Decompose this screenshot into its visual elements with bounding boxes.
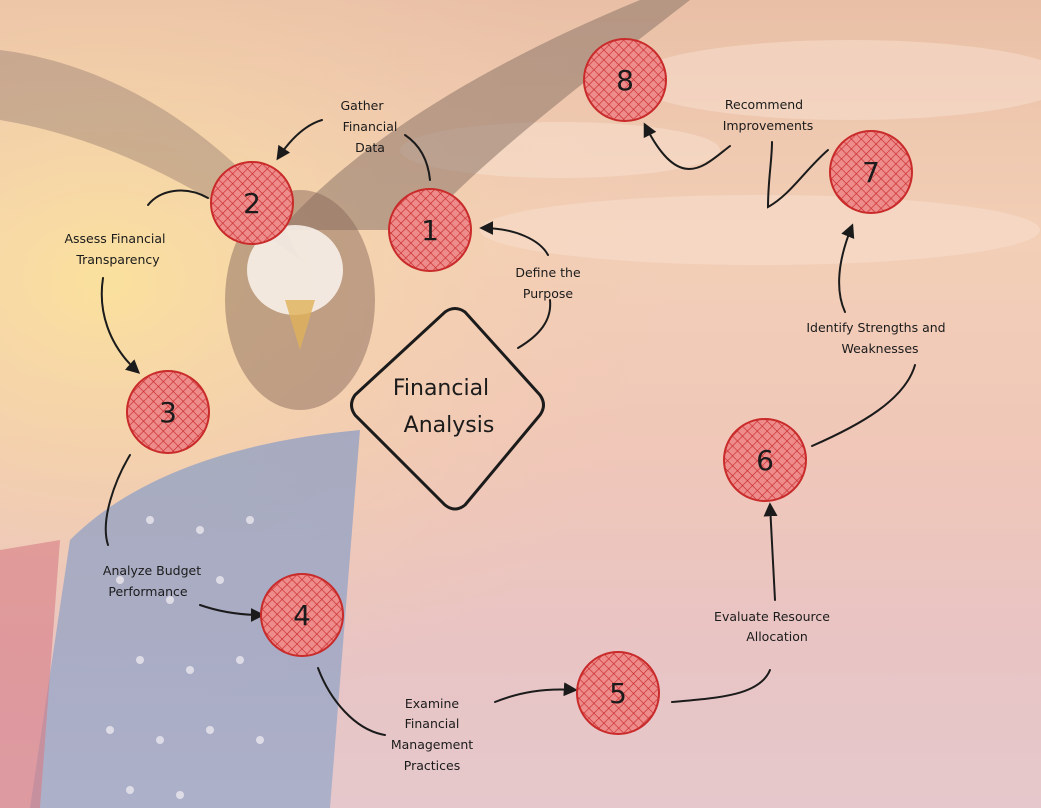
label-examine-line3: Management (391, 737, 473, 752)
label-gather-line3: Data (355, 140, 385, 155)
connector-assess-to-3 (100, 277, 141, 374)
label-recommend-improvements: Recommend Improvements (723, 97, 814, 133)
label-gather-data: Gather Financial Data (341, 98, 398, 155)
step-number-2: 2 (243, 187, 261, 220)
label-evaluate-line2: Allocation (746, 629, 808, 644)
connector-define-to-1 (479, 221, 549, 256)
label-gather-line1: Gather (341, 98, 385, 113)
label-examine-line4: Practices (404, 758, 460, 773)
label-analyze-budget: Analyze Budget Performance (103, 563, 201, 599)
step-node-3[interactable]: 3 (126, 370, 210, 454)
label-examine-line1: Examine (405, 696, 460, 711)
connector-7-to-recommend (766, 141, 829, 209)
label-gather-line2: Financial (343, 119, 398, 134)
label-assess-line2: Transparency (75, 252, 160, 267)
connector-2-to-assess (147, 189, 209, 206)
step-number-5: 5 (609, 677, 627, 710)
label-identify-line1: Identify Strengths and (806, 320, 945, 335)
label-evaluate-line1: Evaluate Resource (714, 609, 830, 624)
step-number-1: 1 (421, 214, 439, 247)
connector-examine-to-5 (494, 682, 578, 703)
label-analyze-line1: Analyze Budget (103, 563, 201, 578)
label-define-purpose: Define the Purpose (515, 265, 581, 301)
label-examine-practices: Examine Financial Management Practices (391, 696, 473, 773)
label-identify-strengths: Identify Strengths and Weaknesses (806, 320, 945, 356)
label-evaluate-allocation: Evaluate Resource Allocation (714, 609, 830, 644)
connector-3-to-analyze (104, 454, 131, 546)
step-node-8[interactable]: 8 (583, 38, 667, 122)
label-define-line1: Define the (515, 265, 581, 280)
step-node-1[interactable]: 1 (388, 188, 472, 272)
connector-5-to-evaluate (671, 669, 771, 703)
connector-gather-to-2 (276, 119, 323, 161)
connector-4-to-examine (317, 667, 386, 736)
label-analyze-line2: Performance (108, 584, 188, 599)
connector-recommend-to-8 (643, 122, 731, 170)
step-node-7[interactable]: 7 (829, 130, 913, 214)
connector-1-to-gather (404, 134, 431, 181)
connector-6-to-identify (811, 364, 916, 447)
connector-identify-to-7 (838, 223, 855, 313)
step-number-6: 6 (756, 444, 774, 477)
step-node-4[interactable]: 4 (260, 573, 344, 657)
label-examine-line2: Financial (405, 716, 460, 731)
step-node-5[interactable]: 5 (576, 651, 660, 735)
center-diamond: Financial Analysis (350, 307, 545, 511)
step-number-3: 3 (159, 396, 177, 429)
connector-center-to-1 (517, 299, 552, 349)
step-number-4: 4 (293, 599, 311, 632)
step-node-2[interactable]: 2 (210, 161, 294, 245)
connector-analyze-to-4 (199, 604, 265, 622)
label-recommend-line1: Recommend (725, 97, 803, 112)
step-number-8: 8 (616, 64, 634, 97)
step-node-6[interactable]: 6 (723, 418, 807, 502)
connector-evaluate-to-6 (763, 502, 778, 601)
label-define-line2: Purpose (523, 286, 573, 301)
label-recommend-line2: Improvements (723, 118, 814, 133)
label-assess-line1: Assess Financial (64, 231, 165, 246)
label-assess-transparency: Assess Financial Transparency (64, 231, 165, 267)
step-number-7: 7 (862, 156, 880, 189)
label-identify-line2: Weaknesses (841, 341, 918, 356)
center-title-line1: Financial (393, 376, 489, 401)
center-title-line2: Analysis (404, 413, 495, 438)
